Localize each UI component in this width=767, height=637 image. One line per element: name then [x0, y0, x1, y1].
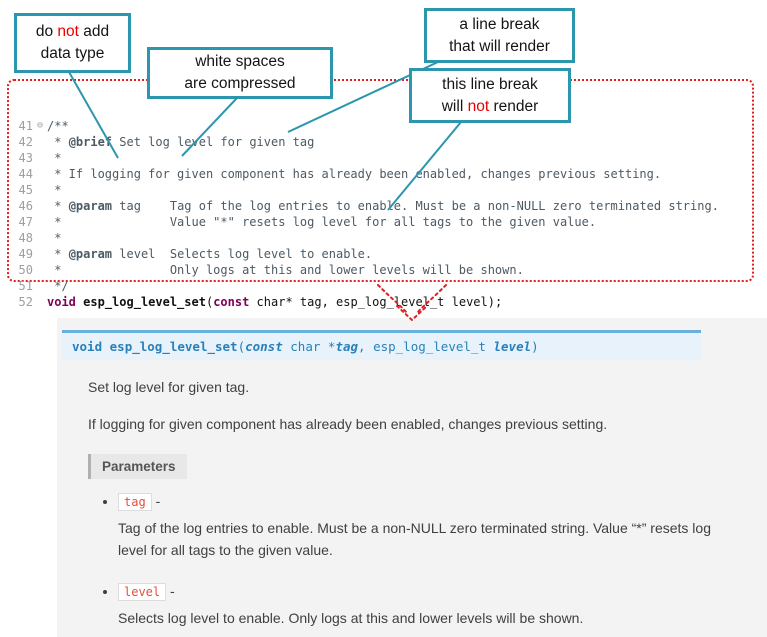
line-number: 47	[18, 215, 33, 229]
parameter-description: Tag of the log entries to enable. Must b…	[118, 520, 711, 558]
code-editor: 41⊖/**42 * @brief Set log level for give…	[7, 79, 754, 309]
fold-marker-icon	[33, 278, 47, 294]
code-text: * If logging for given component has alr…	[47, 167, 662, 181]
fold-marker-icon	[33, 294, 47, 310]
code-line: 50 * Only logs at this and lower levels …	[13, 262, 752, 278]
callout-text-line: this line break	[442, 75, 538, 93]
callout-text-line: do not add	[35, 23, 110, 40]
parameter-name-code: level	[118, 583, 167, 601]
line-number: 46	[18, 199, 33, 213]
line-number: 51	[18, 279, 33, 293]
code-text: * Only logs at this and lower levels wil…	[47, 263, 524, 277]
parameter-item: level - Selects log level to enable. Only…	[118, 583, 767, 629]
fold-marker-icon	[33, 214, 47, 230]
code-line: 52 void esp_log_level_set(const char* tag…	[13, 294, 752, 310]
parameter-description: Selects log level to enable. Only logs a…	[118, 610, 584, 626]
rendered-docs-panel: void esp_log_level_set(const char *tag, …	[57, 318, 767, 637]
code-line: 48 *	[13, 230, 752, 246]
code-text: *	[47, 151, 62, 165]
code-line: 49 * @param level Selects log level to e…	[13, 246, 752, 262]
line-number: 52	[18, 295, 33, 309]
code-text: /**	[47, 119, 69, 133]
code-line: 42 * @brief Set log level for given tag	[13, 134, 752, 150]
fold-marker-icon	[33, 230, 47, 246]
callout-line-break-renders: a line break that will render	[424, 8, 575, 63]
code-text: * Value "*" resets log level for all tag…	[47, 215, 597, 229]
code-line: 46 * @param tag Tag of the log entries t…	[13, 198, 752, 214]
detailed-description: If logging for given component has alrea…	[88, 416, 608, 432]
callout-text-line: data type	[40, 45, 105, 62]
code-line: 43 *	[13, 150, 752, 166]
parameter-name-row: level -	[118, 583, 767, 601]
code-text: */	[47, 279, 69, 293]
line-number: 41	[18, 119, 33, 133]
parameter-list: tag - Tag of the log entries to enable. M…	[88, 493, 767, 629]
callout-text-line: are compressed	[184, 75, 296, 92]
code-line: 51 */	[13, 278, 752, 294]
parameters-label: Parameters	[88, 454, 187, 479]
parameter-name-row: tag -	[118, 493, 767, 511]
callout-text-line: white spaces	[195, 53, 285, 70]
function-signature: void esp_log_level_set(const char *tag, …	[62, 330, 701, 360]
code-line: 44 * If logging for given component has …	[13, 166, 752, 182]
fold-marker-icon: ⊖	[36, 120, 44, 131]
parameter-name-code: tag	[118, 493, 152, 511]
line-number: 50	[18, 263, 33, 277]
code-line: 41⊖/**	[13, 118, 752, 134]
callout-text-line: a line break	[459, 15, 540, 33]
fold-marker-icon	[33, 150, 47, 166]
line-number: 48	[18, 231, 33, 245]
code-line: 47 * Value "*" resets log level for all …	[13, 214, 752, 230]
brief-description: Set log level for given tag.	[88, 379, 250, 395]
fold-marker-icon	[33, 198, 47, 214]
callout-text-line: will not render	[441, 97, 539, 115]
callout-do-not-add-data-type: do not add data type	[14, 13, 131, 73]
fold-marker-icon	[33, 166, 47, 182]
fold-marker-icon	[33, 134, 47, 150]
fold-marker-icon	[33, 262, 47, 278]
line-number: 45	[18, 183, 33, 197]
line-number: 43	[18, 151, 33, 165]
callout-white-spaces-compressed: white spaces are compressed	[147, 47, 333, 99]
code-text: *	[47, 231, 62, 245]
code-text: * @param level Selects log level to enab…	[47, 247, 373, 261]
line-number: 44	[18, 167, 33, 181]
code-line: 45 *	[13, 182, 752, 198]
line-number: 42	[18, 135, 33, 149]
code-text: *	[47, 183, 62, 197]
callout-text-line: that will render	[449, 37, 550, 55]
line-number: 49	[18, 247, 33, 261]
code-lines: 41⊖/**42 * @brief Set log level for give…	[13, 118, 752, 310]
code-text: * @param tag Tag of the log entries to e…	[47, 199, 719, 213]
code-text: void esp_log_level_set(const char* tag, …	[47, 295, 503, 309]
fold-marker-icon	[33, 182, 47, 198]
callout-line-break-not-render: this line break will not render	[409, 68, 571, 123]
parameter-item: tag - Tag of the log entries to enable. M…	[118, 493, 767, 561]
fold-marker-icon	[33, 246, 47, 262]
code-text: * @brief Set log level for given tag	[47, 135, 315, 149]
